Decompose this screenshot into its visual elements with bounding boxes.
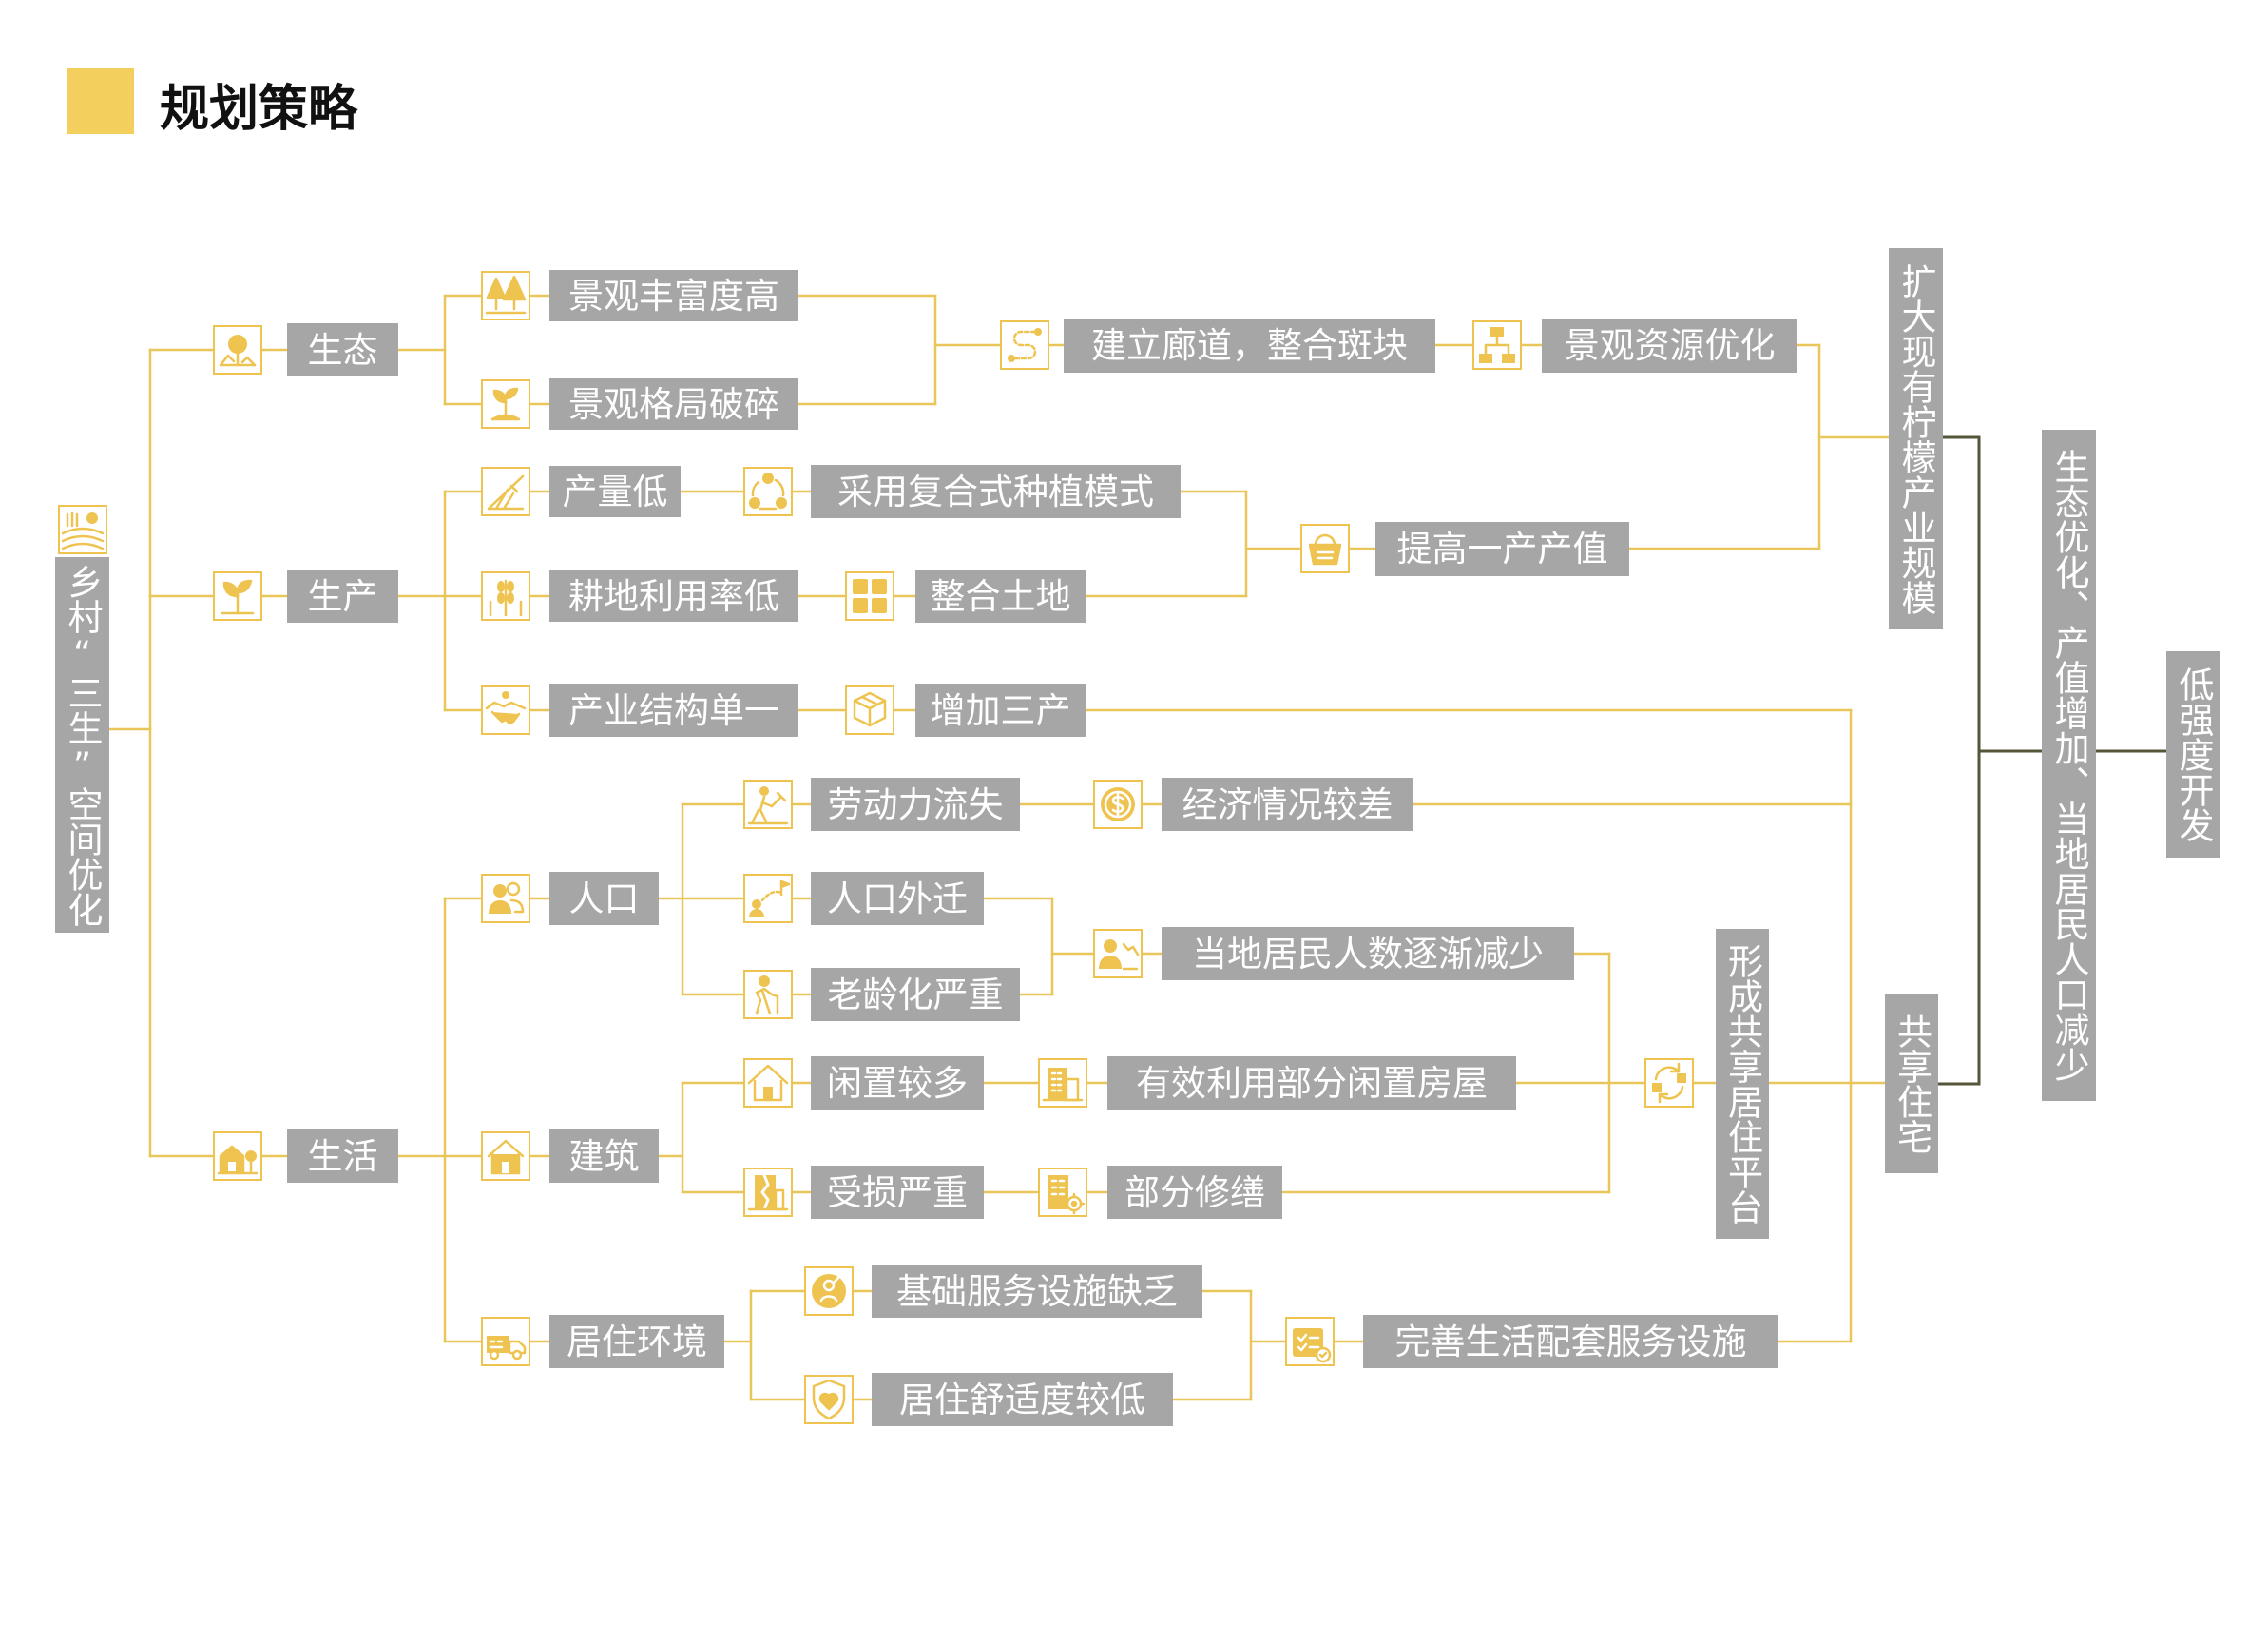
people-icon	[481, 874, 530, 923]
environment-issue-node: 居住舒适度较低	[872, 1373, 1173, 1426]
branch-production: 生产	[287, 570, 398, 623]
basket-icon	[1300, 524, 1350, 573]
environment-issue-node: 基础服务设施缺乏	[872, 1265, 1202, 1318]
handshake-icon	[481, 685, 530, 735]
living-buildings-node: 建筑	[549, 1129, 659, 1183]
ecology-result-node: 景观资源优化	[1542, 319, 1797, 373]
building-measure-node: 有效利用部分闲置房屋	[1107, 1056, 1516, 1110]
coin-icon	[1093, 780, 1143, 829]
damaged-building-icon	[743, 1168, 793, 1217]
ecology-issue-node: 景观格局破碎	[549, 378, 798, 430]
seedling-icon	[481, 379, 530, 429]
service-icon	[804, 1266, 854, 1316]
living-environment-node: 居住环境	[549, 1315, 724, 1368]
root-node: 乡村“三生”空间优化	[55, 557, 109, 933]
building-icon	[1038, 1058, 1087, 1108]
house-icon	[481, 1131, 530, 1181]
worker-icon	[743, 780, 793, 829]
farmland-icon	[58, 505, 107, 554]
route-icon	[1000, 320, 1049, 370]
sprout-icon	[213, 571, 262, 621]
shared-platform-node: 形成共享居住平台	[1716, 929, 1769, 1239]
population-issue-node: 老龄化严重	[811, 968, 1020, 1021]
home-icon	[743, 1058, 793, 1108]
shared-housing-strategy: 共享住宅	[1885, 994, 1938, 1173]
boxes-icon	[845, 685, 894, 735]
cycle-icon	[743, 467, 793, 516]
population-issue-node: 劳动力流失	[811, 778, 1020, 831]
land-grid-icon	[845, 571, 894, 621]
ecology-icon	[213, 325, 262, 375]
lemon-industry-strategy: 扩大现有柠檬产业规模	[1889, 248, 1943, 629]
environment-measure-node: 完善生活配套服务设施	[1363, 1315, 1778, 1368]
branch-ecology: 生态	[287, 323, 398, 376]
production-measure-node: 采用复合式种植模式	[811, 465, 1181, 518]
migration-icon	[743, 874, 793, 923]
person-decline-icon	[1093, 929, 1143, 978]
production-measure-node: 增加三产	[915, 684, 1086, 737]
title-accent-square	[67, 68, 134, 134]
population-issue-node: 人口外迁	[811, 872, 984, 925]
house-trees-icon	[213, 1131, 262, 1181]
trees-icon	[481, 271, 530, 320]
checklist-icon	[1285, 1317, 1335, 1366]
production-issue-node: 产业结构单一	[549, 684, 798, 737]
truck-house-icon	[481, 1317, 530, 1366]
repair-building-icon	[1038, 1168, 1087, 1217]
production-issue-node: 产量低	[549, 466, 681, 517]
wheat-icon	[481, 571, 530, 621]
branch-living: 生活	[287, 1129, 398, 1183]
production-result-node: 提高一产产值	[1375, 522, 1629, 576]
living-population-node: 人口	[549, 872, 659, 925]
building-issue-node: 受损严重	[811, 1166, 984, 1219]
share-icon	[1644, 1058, 1694, 1108]
building-issue-node: 闲置较多	[811, 1056, 984, 1110]
hierarchy-icon	[1472, 320, 1522, 370]
page-title: 规划策略	[160, 80, 358, 138]
elderly-icon	[743, 970, 793, 1019]
population-result-node: 当地居民人数逐渐减少	[1162, 927, 1574, 980]
production-issue-node: 耕地利用率低	[549, 570, 798, 622]
outcome-node: 生态优化、产值增加、当地居民人口减少	[2042, 430, 2096, 1101]
field-icon	[481, 467, 530, 516]
ecology-issue-node: 景观丰富度高	[549, 270, 798, 321]
comfort-icon	[804, 1375, 854, 1424]
building-measure-node: 部分修缮	[1107, 1166, 1282, 1219]
goal-node: 低强度开发	[2166, 651, 2220, 858]
ecology-measure-node: 建立廊道，整合斑块	[1064, 319, 1435, 373]
production-measure-node: 整合土地	[915, 570, 1086, 623]
population-economy-node: 经济情况较差	[1162, 778, 1413, 831]
